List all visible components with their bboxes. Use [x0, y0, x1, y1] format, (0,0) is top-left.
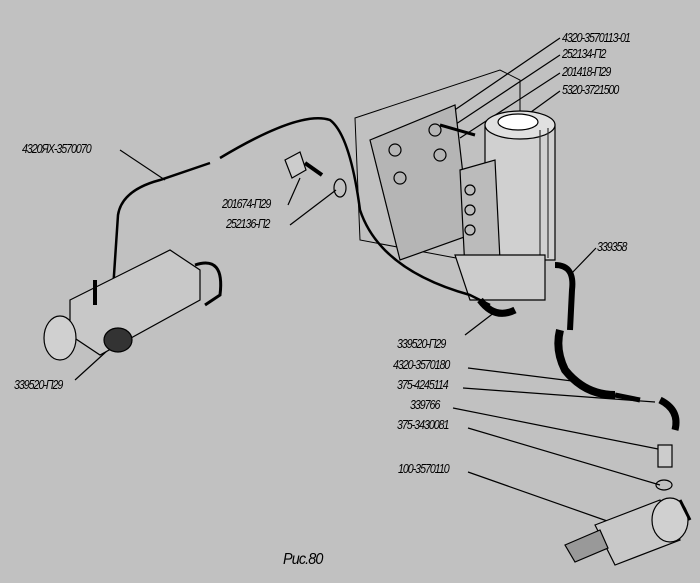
label-elbow-right: 339358: [597, 240, 627, 254]
label-hose: 4320-3570180: [393, 358, 450, 372]
label-bolt-mid: 201674-П29: [222, 197, 271, 211]
figure-caption: Рис.80: [283, 551, 323, 568]
label-filter-cap: 4320-3570113-01: [562, 31, 631, 45]
label-filter-housing: 5320-3721500: [562, 83, 619, 97]
label-pipe-long: 4320ЯХ-3570070: [22, 142, 92, 156]
label-elbow-center: 339520-П29: [397, 337, 446, 351]
label-washer-mid: 252136-П2: [226, 217, 270, 231]
cylinder: [564, 497, 692, 566]
label-washer-top: 252134-П2: [562, 47, 606, 61]
label-elbow-left: 339520-П29: [14, 378, 63, 392]
label-elbow-lower: 375-4245114: [397, 378, 449, 392]
leader-lines: [74, 37, 664, 523]
label-cylinder: 100-3570110: [398, 462, 450, 476]
label-washer-lower: 375-3430081: [397, 418, 449, 432]
label-bolt-top: 201418-П29: [562, 65, 611, 79]
label-nut: 339766: [410, 398, 440, 412]
left-valve: [43, 249, 223, 361]
filter: [454, 110, 556, 301]
